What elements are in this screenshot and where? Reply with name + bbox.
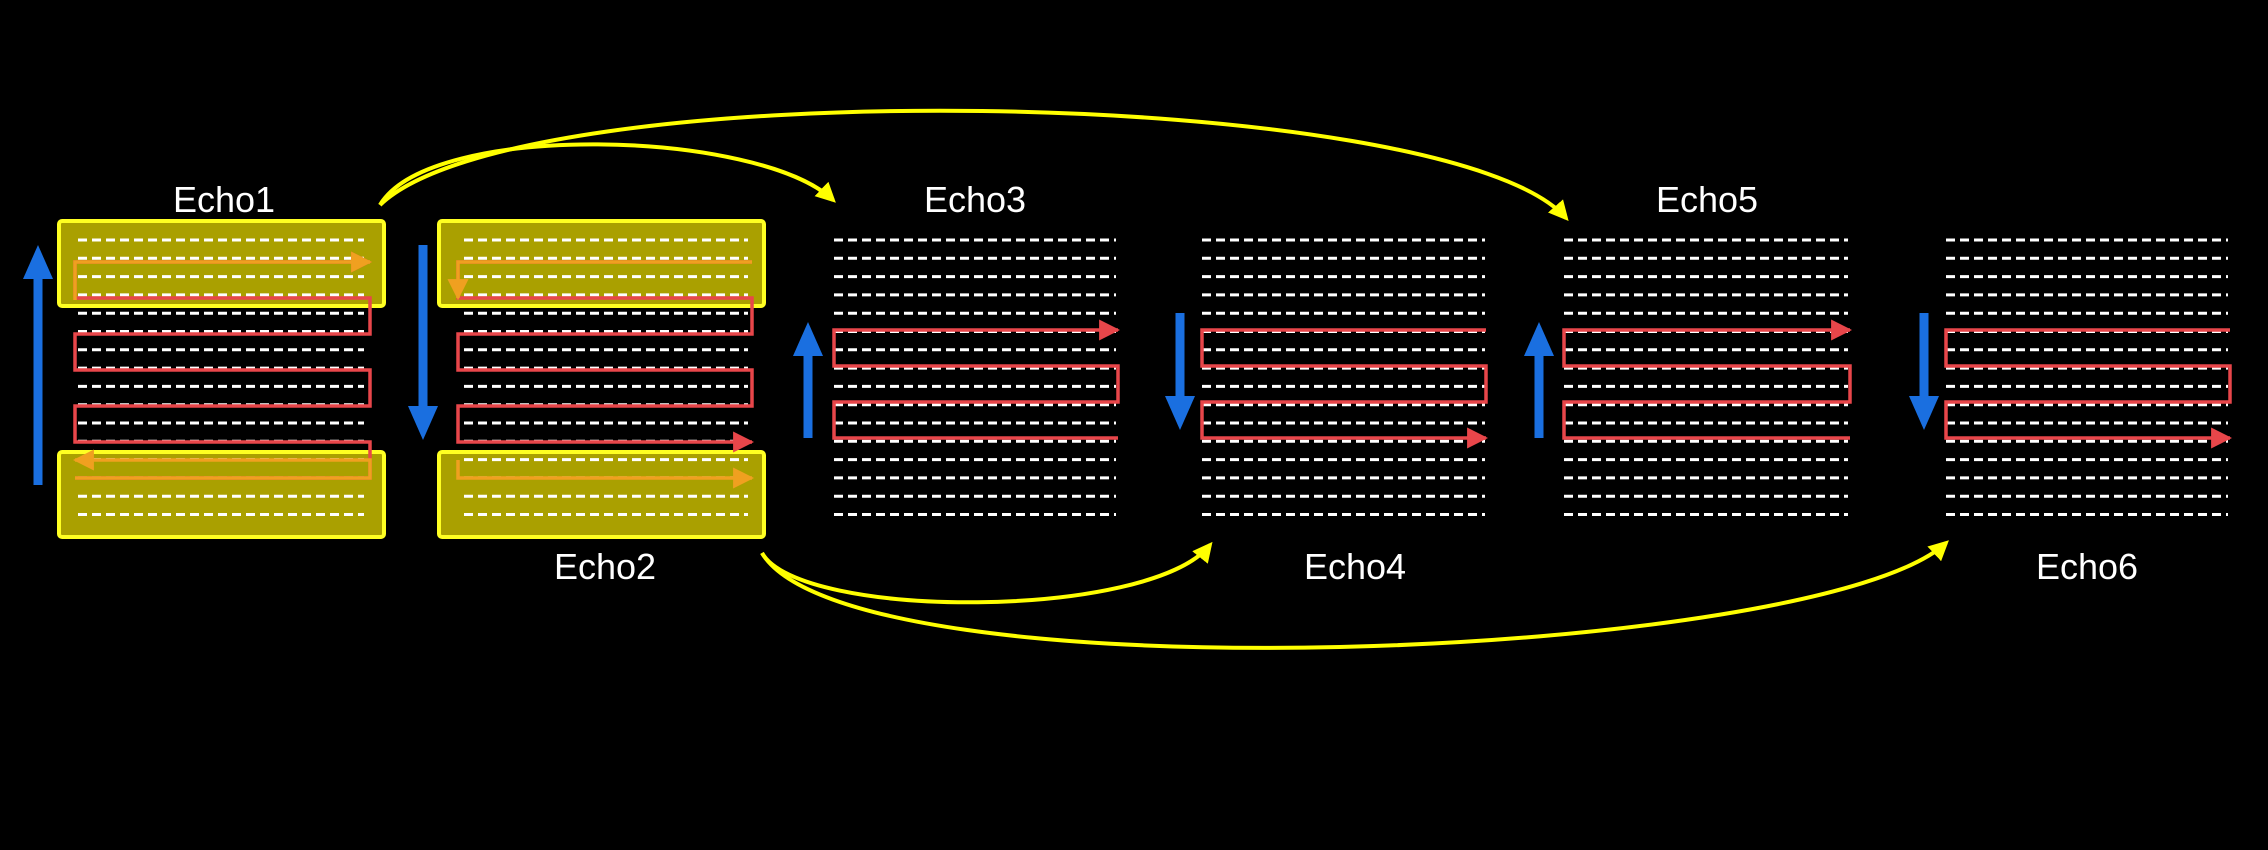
echo2-trajectory-bottom xyxy=(456,460,755,489)
echo1-trajectory-top xyxy=(73,251,373,300)
echo4-direction-arrowhead xyxy=(1165,396,1195,430)
echo1-highlight-bottom xyxy=(57,450,386,539)
echo3-trajectory xyxy=(832,319,1121,440)
echo4-label: Echo4 xyxy=(1304,546,1406,587)
echo5-trajectory xyxy=(1562,319,1853,440)
echo2-label: Echo2 xyxy=(554,546,656,587)
echo1-direction-arrowhead xyxy=(23,245,53,279)
echo1-trajectory xyxy=(73,251,373,480)
echo2-direction-arrowhead xyxy=(408,406,438,440)
echo6-label: Echo6 xyxy=(2036,546,2138,587)
echo6-direction-arrowhead xyxy=(1909,396,1939,430)
echo2-highlight-bottom xyxy=(437,450,766,539)
echo6-trajectory xyxy=(1944,328,2233,449)
connector-echo1-echo3 xyxy=(378,142,836,207)
echo3-label: Echo3 xyxy=(924,179,1026,220)
echo4-trajectory xyxy=(1200,328,1489,449)
connector-echo2-echo6 xyxy=(760,540,1949,650)
connector-echo1-echo5 xyxy=(378,108,1569,222)
echo5-label: Echo5 xyxy=(1656,179,1758,220)
echo5-direction-arrowhead xyxy=(1524,322,1554,356)
echo1-trajectory-bottom xyxy=(72,449,372,480)
echo2-trajectory-top xyxy=(447,260,752,301)
connector-echo2-echo4 xyxy=(760,541,1213,605)
echo1-label: Echo1 xyxy=(173,179,275,220)
echo3-direction-arrowhead xyxy=(793,322,823,356)
